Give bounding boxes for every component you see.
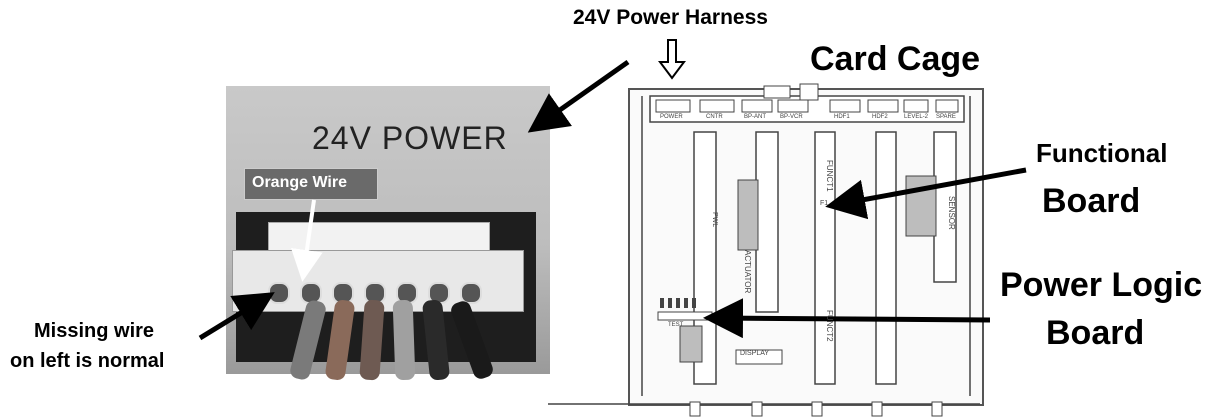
board-label-f1: F1 <box>820 200 828 207</box>
harness-arrow <box>660 40 684 78</box>
board-label-hdf2: HDF2 <box>872 114 888 120</box>
power-logic-board-arrow <box>718 318 990 320</box>
card-cage-arrow <box>540 62 628 124</box>
board-label-test: TEST <box>668 322 683 328</box>
orange-wire-arrow <box>304 200 314 270</box>
board-label-sensor: SENSOR <box>947 196 956 230</box>
board-label-bp-ant: BP-ANT <box>744 114 766 120</box>
board-label-hdf1: HDF1 <box>834 114 850 120</box>
board-label-pwl: PWL <box>711 212 718 227</box>
board-label-power: POWER <box>660 114 683 120</box>
board-label-actuator: ACTUATOR <box>743 250 752 293</box>
board-label-func2: FUNCT2 <box>825 310 834 342</box>
board-label-display: DISPLAY <box>740 350 769 357</box>
missing-wire-arrow <box>200 300 262 338</box>
board-label-func1: FUNCT1 <box>825 160 834 192</box>
board-label-cntr: CNTR <box>706 114 723 120</box>
board-label-spare: SPARE <box>936 114 956 120</box>
board-label-level-2: LEVEL-2 <box>904 114 928 120</box>
board-label-bp-vcr: BP-VCR <box>780 114 803 120</box>
